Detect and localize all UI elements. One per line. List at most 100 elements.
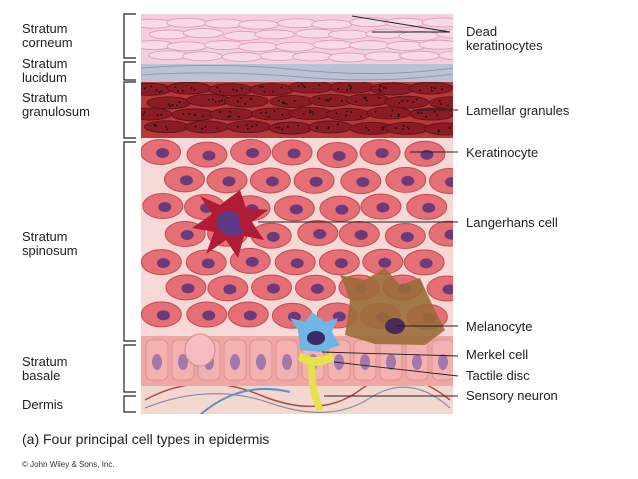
lamellar-granule-dot bbox=[390, 114, 392, 117]
lamellar-granule-dot bbox=[327, 99, 330, 102]
layer-bracket bbox=[123, 13, 136, 59]
label-line: Stratum bbox=[22, 90, 68, 105]
lamellar-granule-dot bbox=[155, 124, 158, 127]
lamellar-granule-dot bbox=[381, 126, 383, 129]
lamellar-granule-dot bbox=[156, 114, 159, 117]
granulosum-cell bbox=[268, 121, 314, 135]
lamellar-granule-dot bbox=[273, 110, 276, 113]
label-line: Tactile disc bbox=[466, 368, 530, 383]
corneum-flake bbox=[349, 40, 391, 51]
lamellar-granule-dot bbox=[441, 88, 443, 91]
copyright-notice: © John Wiley & Sons, Inc. bbox=[22, 460, 115, 469]
lamellar-granule-dot bbox=[150, 85, 153, 88]
lamellar-granule-dot bbox=[297, 85, 300, 88]
lamellar-granule-dot bbox=[350, 111, 353, 113]
lamellar-granule-dot bbox=[218, 100, 221, 103]
lamellar-granule-dot bbox=[440, 103, 442, 106]
corneum-flake bbox=[312, 39, 354, 50]
lamellar-granule-dot bbox=[259, 85, 262, 88]
label-stratum-corneum: Stratum corneum bbox=[22, 22, 73, 50]
callout-langerhans-cell: Langerhans cell bbox=[466, 216, 558, 230]
keratinocyte-nucleus bbox=[290, 258, 304, 269]
lamellar-granule-dot bbox=[337, 87, 339, 90]
tactile-disc bbox=[298, 352, 334, 366]
lamellar-granule-dot bbox=[165, 126, 168, 128]
lamellar-granule-dot bbox=[143, 111, 146, 113]
lamellar-granule-dot bbox=[401, 99, 404, 102]
basal-cell-nucleus bbox=[178, 354, 188, 370]
lamellar-granule-dot bbox=[430, 86, 433, 89]
callout-dead-keratinocytes: Dead keratinocytes bbox=[466, 25, 543, 53]
lamellar-granule-dot bbox=[194, 125, 197, 128]
keratinocyte-nucleus bbox=[202, 310, 216, 321]
granulosum-cell bbox=[141, 107, 173, 121]
lamellar-granule-dot bbox=[303, 86, 306, 88]
lamellar-granule-dot bbox=[240, 97, 243, 100]
lamellar-granule-dot bbox=[374, 110, 377, 113]
keratinocyte-nucleus bbox=[309, 176, 323, 187]
lamellar-granule-dot bbox=[346, 88, 349, 91]
lamellar-granule-dot bbox=[261, 85, 264, 88]
keratinocyte-nucleus bbox=[313, 229, 327, 240]
lamellar-granule-dot bbox=[398, 102, 401, 104]
leader-line bbox=[333, 361, 459, 377]
corneum-flake bbox=[418, 39, 453, 50]
lamellar-granule-dot bbox=[316, 126, 319, 128]
lamellar-granule-dot bbox=[155, 89, 158, 92]
dermis-vessel bbox=[199, 387, 291, 414]
corneum-flake bbox=[328, 29, 369, 40]
lamellar-granule-dot bbox=[415, 98, 418, 101]
lamellar-granule-dot bbox=[219, 90, 222, 93]
callout-keratinocyte: Keratinocyte bbox=[466, 146, 538, 160]
lamellar-granule-dot bbox=[281, 113, 284, 116]
callout-merkel-cell: Merkel cell bbox=[466, 348, 528, 362]
lamellar-granule-dot bbox=[216, 127, 219, 129]
lamellar-granule-dot bbox=[255, 124, 258, 127]
lamellar-granule-dot bbox=[160, 113, 163, 116]
lamellar-granule-dot bbox=[425, 115, 428, 118]
keratinocyte-nucleus bbox=[156, 258, 170, 269]
granulosum-cell bbox=[146, 96, 192, 110]
lamellar-granule-dot bbox=[397, 115, 400, 117]
granulosum-cell bbox=[423, 122, 453, 136]
lamellar-granule-dot bbox=[283, 102, 286, 104]
callout-lamellar-granules: Lamellar granules bbox=[466, 104, 569, 118]
label-line: Langerhans cell bbox=[466, 215, 558, 230]
lamellar-granule-dot bbox=[349, 87, 352, 90]
granulosum-cell bbox=[409, 107, 453, 121]
corneum-flake bbox=[275, 41, 316, 52]
keratinocyte-nucleus bbox=[158, 202, 172, 213]
keratinocyte-nucleus bbox=[201, 258, 215, 269]
lamellar-granule-dot bbox=[336, 123, 339, 126]
lamellar-granule-dot bbox=[201, 127, 204, 130]
stratum-lucidum-layer bbox=[141, 62, 453, 82]
mitotic-cell bbox=[184, 333, 216, 367]
label-line: lucidum bbox=[22, 70, 67, 85]
corneum-flake bbox=[238, 41, 279, 52]
lamellar-granule-dot bbox=[220, 99, 223, 102]
lamellar-granule-dot bbox=[430, 89, 433, 92]
keratinocyte-nucleus bbox=[442, 284, 453, 295]
figure-caption: (a) Four principal cell types in epiderm… bbox=[22, 431, 270, 447]
lamellar-granule-dot bbox=[193, 114, 196, 116]
lamellar-granule-dot bbox=[160, 90, 163, 93]
lamellar-granule-dot bbox=[452, 105, 453, 107]
stratum-corneum-layer bbox=[141, 14, 453, 64]
lamellar-granule-dot bbox=[259, 112, 262, 115]
granulosum-cell bbox=[408, 81, 453, 95]
lamellar-granule-dot bbox=[219, 111, 221, 113]
keratinocyte-nucleus bbox=[223, 284, 237, 295]
corneum-flake bbox=[364, 51, 406, 62]
label-line: Sensory neuron bbox=[466, 388, 558, 403]
lamellar-granule-dot bbox=[397, 113, 400, 116]
keratinocyte-nucleus bbox=[181, 283, 195, 294]
lamellar-granule-dot bbox=[175, 104, 178, 107]
lamellar-granule-dot bbox=[364, 96, 366, 99]
label-line: Dead bbox=[466, 24, 498, 39]
layer-bracket bbox=[123, 344, 136, 393]
basal-cell-nucleus bbox=[386, 354, 396, 370]
lamellar-granule-dot bbox=[268, 115, 270, 118]
lamellar-granule-dot bbox=[412, 101, 415, 104]
lamellar-granule-dot bbox=[360, 115, 362, 118]
